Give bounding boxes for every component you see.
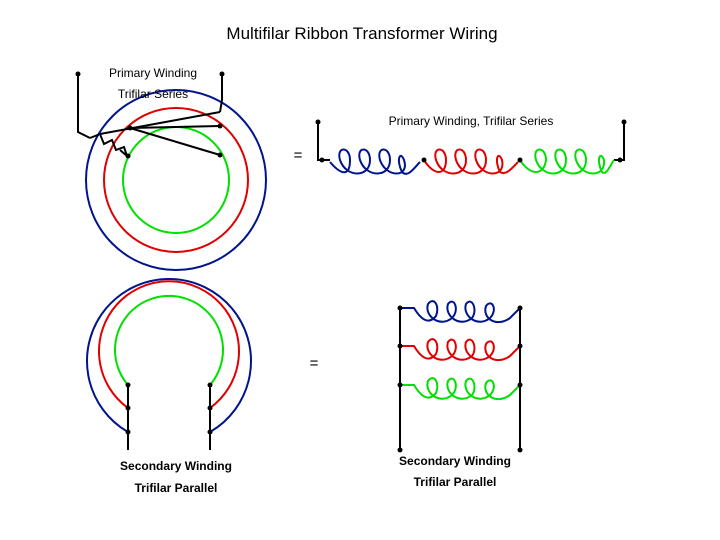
primary-green-coil	[519, 148, 615, 175]
primary-label-line2: Trifilar Series	[118, 87, 188, 101]
primary-terminal-dot	[219, 71, 225, 77]
schematic-junction-dot	[617, 157, 623, 163]
primary-red-coil	[423, 148, 519, 175]
secondary-junction-dot	[125, 429, 131, 435]
schematic-junction-dot	[517, 343, 523, 349]
secondary-junction-dot	[207, 405, 213, 411]
secondary-schematic-label-line2: Trifilar Parallel	[414, 475, 497, 489]
primary-terminal-dots	[75, 71, 225, 159]
primary-equals-sign: =	[294, 147, 303, 164]
primary-junction-dot	[217, 123, 223, 129]
secondary-terminal-dots	[125, 382, 213, 435]
schematic-junction-dot	[517, 305, 523, 311]
schematic-junction-dot	[397, 305, 403, 311]
primary-blue-coil	[329, 148, 421, 175]
schematic-terminal-dot	[517, 447, 523, 453]
primary-inner-ring	[122, 126, 230, 234]
schematic-junction-dot	[397, 343, 403, 349]
secondary-winding-rings	[86, 278, 252, 433]
schematic-junction-dot	[517, 382, 523, 388]
secondary-parallel-wiring	[127, 385, 211, 450]
secondary-blue-coil	[400, 300, 521, 324]
schematic-terminal-dot	[397, 447, 403, 453]
primary-schematic-dots	[315, 119, 627, 163]
secondary-schematic-label-line1: Secondary Winding	[399, 454, 511, 468]
secondary-junction-dot	[125, 382, 131, 388]
secondary-schematic-dots	[397, 305, 523, 453]
primary-label-line1: Primary Winding	[109, 66, 197, 80]
primary-junction-dot	[127, 125, 133, 131]
primary-middle-ring	[103, 107, 249, 253]
primary-junction-dot	[217, 152, 223, 158]
secondary-equals-sign: =	[310, 355, 319, 372]
primary-series-schematic	[317, 122, 625, 175]
primary-junction-dot	[125, 153, 131, 159]
secondary-middle-ring	[98, 280, 240, 409]
primary-schematic-label: Primary Winding, Trifilar Series	[389, 114, 554, 128]
primary-winding-rings	[85, 89, 267, 271]
secondary-junction-dot	[207, 382, 213, 388]
secondary-inner-ring	[114, 294, 224, 386]
secondary-label-line2: Trifilar Parallel	[135, 481, 218, 495]
primary-terminal-dot	[75, 71, 81, 77]
schematic-terminal-dot	[621, 119, 627, 125]
secondary-green-coil	[400, 377, 521, 401]
secondary-junction-dot	[207, 429, 213, 435]
secondary-outer-ring	[86, 278, 252, 433]
secondary-red-coil	[400, 338, 521, 362]
schematic-terminal-dot	[315, 119, 321, 125]
schematic-junction-dot	[517, 157, 523, 163]
schematic-junction-dot	[421, 157, 427, 163]
secondary-junction-dot	[125, 405, 131, 411]
primary-series-wiring	[77, 74, 223, 157]
schematic-junction-dot	[397, 382, 403, 388]
schematic-junction-dot	[319, 157, 325, 163]
diagram-title: Multifilar Ribbon Transformer Wiring	[226, 24, 497, 43]
primary-outer-ring	[85, 89, 267, 271]
secondary-label-line1: Secondary Winding	[120, 459, 232, 473]
secondary-parallel-schematic	[399, 300, 521, 450]
